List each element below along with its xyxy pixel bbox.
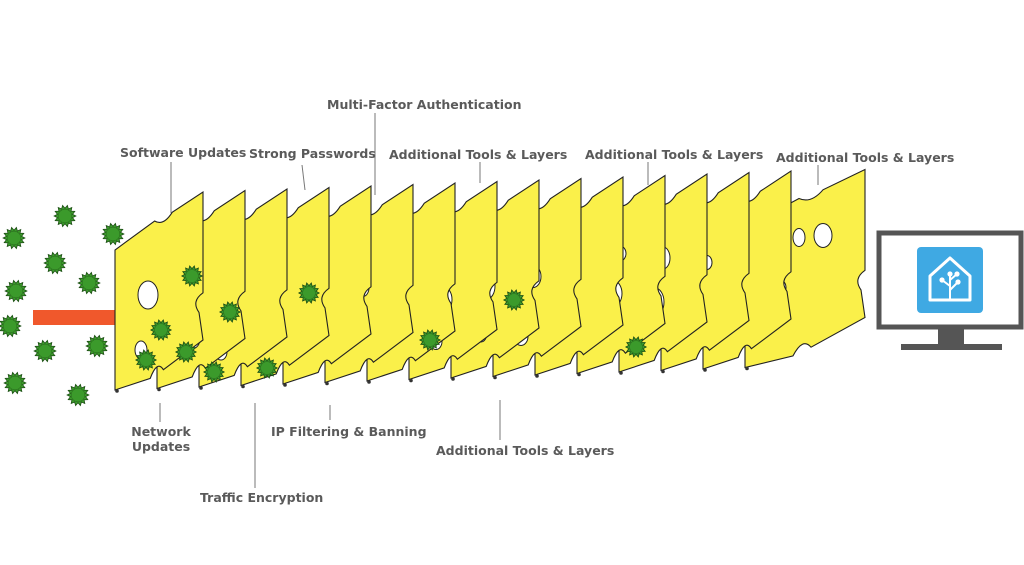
cheese-slices <box>114 168 866 393</box>
slice-hole <box>813 223 833 248</box>
virus-icon <box>180 265 204 287</box>
slice-base <box>409 378 413 383</box>
circuit-node <box>955 279 961 285</box>
home-assistant-icon <box>917 247 983 313</box>
slice-base <box>451 377 455 381</box>
virus-icon <box>218 301 242 323</box>
virus-icon <box>502 289 526 311</box>
virus-icon <box>53 204 77 228</box>
label-additional-tools-1: Additional Tools & Layers <box>389 147 568 162</box>
virus-icon <box>134 349 158 371</box>
slice-base <box>199 386 203 390</box>
label-ip-filtering-banning: IP Filtering & Banning <box>271 424 427 439</box>
label-network-updates-line2: Updates <box>131 439 191 454</box>
slice-base <box>535 374 539 378</box>
virus-icon <box>0 314 22 338</box>
label-software-updates: Software Updates <box>120 145 247 160</box>
label-strong-passwords: Strong Passwords <box>249 146 376 161</box>
virus-icon <box>4 279 28 303</box>
virus-icon <box>2 226 26 250</box>
slice-base <box>283 383 287 387</box>
label-traffic-encryption: Traffic Encryption <box>200 490 324 505</box>
slice-base <box>325 381 329 386</box>
slice-base <box>703 368 707 372</box>
circuit-node <box>954 271 960 277</box>
slice-base <box>367 380 371 384</box>
virus-icon <box>624 336 648 358</box>
virus-icon <box>418 329 442 351</box>
virus-icon <box>297 282 321 304</box>
slice-base <box>745 366 749 371</box>
virus-icon <box>174 341 198 363</box>
slice-base <box>493 375 497 380</box>
leader-lines <box>159 113 819 488</box>
leader-line <box>301 164 306 191</box>
virus-icon <box>33 339 57 363</box>
label-network-updates-line1: Network <box>131 424 191 439</box>
cheese-slice <box>114 190 204 393</box>
virus-icon <box>255 357 279 379</box>
slice-base <box>157 387 161 392</box>
slice-base <box>619 371 623 375</box>
slice-base <box>241 384 245 389</box>
label-additional-tools-2: Additional Tools & Layers <box>585 147 764 162</box>
virus-icon <box>3 371 27 395</box>
slice-shape <box>114 190 204 391</box>
virus-icon <box>149 319 173 341</box>
slice-base <box>577 372 581 377</box>
threat-cluster <box>0 204 125 407</box>
label-additional-tools-bottom: Additional Tools & Layers <box>436 443 615 458</box>
slice-base <box>661 369 665 374</box>
label-multi-factor-authentication: Multi-Factor Authentication <box>327 97 522 112</box>
circuit-node <box>939 277 945 283</box>
virus-icon <box>43 251 67 275</box>
virus-icon <box>101 222 125 246</box>
slice-hole <box>792 228 806 247</box>
monitor-icon <box>876 230 1024 350</box>
slice-base <box>115 389 119 393</box>
house-circuit <box>941 273 959 300</box>
virus-icon <box>85 334 109 358</box>
circuit-node <box>947 271 953 277</box>
monitor-neck <box>938 329 964 344</box>
slice-hole <box>137 280 159 310</box>
virus-icon <box>77 271 101 295</box>
label-additional-tools-3: Additional Tools & Layers <box>776 150 955 165</box>
virus-icon <box>202 361 226 383</box>
virus-icon <box>66 383 90 407</box>
label-network-updates: Network Updates <box>128 424 194 454</box>
monitor-stand <box>901 344 1002 350</box>
